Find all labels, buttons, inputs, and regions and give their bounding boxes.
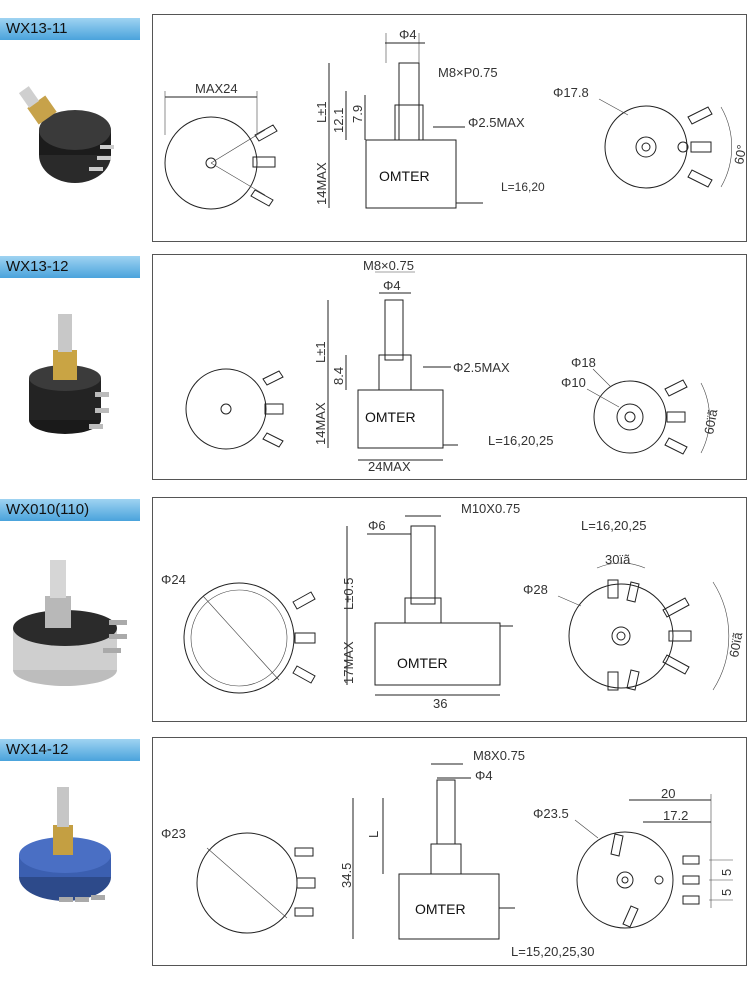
model-label: WX14-12	[0, 739, 140, 761]
dim-shaft-len: L±1	[314, 101, 329, 123]
side-view-body	[374, 622, 501, 686]
dim-body-height: 14MAX	[313, 402, 328, 445]
front-view-outline	[164, 116, 258, 210]
drawing-panel: Φ23 OMTER M8X0.75 Φ4 34.5 L L=15,20,25,3…	[152, 737, 747, 966]
dim-body-height: 17MAX	[341, 641, 356, 684]
model-label: WX13-11	[0, 18, 140, 40]
brand-label: OMTER	[397, 655, 448, 671]
dim-bushing-len: 8.4	[331, 367, 346, 385]
dim-width-inner: 17.2	[663, 808, 688, 823]
dim-angle: 60°	[731, 144, 746, 166]
drawing-panel: MAX24 OMTER Φ4 M8×P0.75 Φ2.5MAX L±1 12.1…	[152, 14, 747, 242]
dim-shaft-dia: Φ4	[475, 768, 493, 783]
dim-shaft-dia: Φ6	[368, 518, 386, 533]
dim-width-total: 20	[661, 786, 675, 801]
dim-shaft-dia: Φ4	[399, 27, 417, 42]
dim-lengths: L=15,20,25,30	[511, 944, 595, 959]
dim-body-width: 24MAX	[368, 459, 411, 474]
dim-inner-dia: Φ10	[561, 375, 586, 390]
brand-label: OMTER	[415, 901, 466, 917]
product-photo	[5, 70, 145, 210]
dim-lengths: L=16,20,25	[488, 433, 553, 448]
dim-thread: M8×0.75	[363, 258, 414, 273]
rear-view-outline	[568, 583, 674, 689]
dim-outer-dia: Φ28	[523, 582, 548, 597]
product-photo	[5, 310, 145, 450]
dim-pitch-1: 5	[719, 869, 734, 876]
brand-label: OMTER	[365, 409, 416, 425]
dim-thread: M8X0.75	[473, 748, 525, 763]
product-photo	[5, 785, 145, 925]
brand-label: OMTER	[379, 168, 430, 184]
dim-bushing-len: 12.1	[331, 108, 346, 133]
front-view-outline	[183, 582, 295, 694]
rear-view-outline	[604, 105, 688, 189]
dim-body-height: 14MAX	[314, 162, 329, 205]
dim-outer-dia: Φ18	[571, 355, 596, 370]
dim-shaft-len: L±1	[313, 341, 328, 363]
dim-flat-max: Φ2.5MAX	[468, 115, 525, 130]
dim-shaft-len: L	[366, 831, 381, 838]
model-label: WX13-12	[0, 256, 140, 278]
dim-outer-dia: Φ23.5	[533, 806, 569, 821]
dim-lengths: L=16,20	[501, 180, 545, 194]
product-photo	[5, 550, 145, 690]
dim-thread-len: 7.9	[350, 105, 365, 123]
front-view-outline	[185, 368, 267, 450]
dim-thread: M10X0.75	[461, 501, 520, 516]
dim-front-dia: Φ23	[161, 826, 186, 841]
dim-angle: 60ïã	[726, 630, 745, 658]
drawing-panel: Φ24 OMTER M10X0.75 Φ6 L=16,20,25 L±0.5 1…	[152, 497, 747, 722]
dim-flat-max: Φ2.5MAX	[453, 360, 510, 375]
dim-lengths: L=16,20,25	[581, 518, 646, 533]
dim-outer-dia: Φ17.8	[553, 85, 589, 100]
dim-thread: M8×P0.75	[438, 65, 498, 80]
dim-front-dia: Φ24	[161, 572, 186, 587]
dim-pitch-2: 5	[719, 889, 734, 896]
model-label: WX010(110)	[0, 499, 140, 521]
dim-angle-top: 30ïã	[605, 552, 631, 567]
dim-shaft-len: L±0.5	[341, 578, 356, 610]
dim-max-width: MAX24	[195, 81, 238, 96]
rear-view-outline	[576, 831, 674, 929]
dim-shaft-dia: Φ4	[383, 278, 401, 293]
drawing-panel: OMTER M8×0.75 Φ4 Φ2.5MAX L±1 8.4 14MAX 2…	[152, 254, 747, 480]
rear-view-outline	[593, 380, 667, 454]
dim-body-width: 36	[433, 696, 447, 711]
dim-angle: 60ïã	[701, 407, 720, 435]
dim-total-height: 34.5	[339, 863, 354, 888]
